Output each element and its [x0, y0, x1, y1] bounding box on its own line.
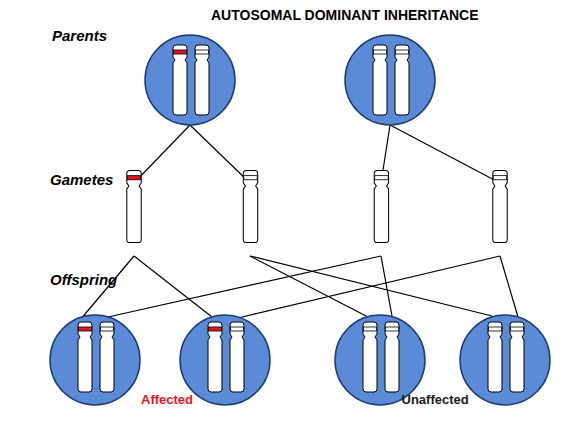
chromosome-normal	[373, 45, 387, 115]
chromosome-normal	[385, 322, 399, 392]
parent-cell	[345, 35, 435, 125]
chromosome-normal	[363, 322, 377, 392]
offspring-cell	[460, 315, 550, 405]
inheritance-line	[390, 125, 500, 183]
chromosome-mutant	[173, 45, 187, 115]
inheritance-line	[381, 256, 392, 316]
inheritance-line	[108, 256, 381, 317]
chromosome-normal	[395, 45, 409, 115]
gamete-chromosome-normal	[243, 170, 257, 242]
chromosome-normal	[195, 45, 209, 115]
inheritance-line	[134, 256, 212, 317]
inheritance-line	[190, 125, 250, 183]
gamete-chromosome-normal	[493, 170, 507, 242]
row-label: Gametes	[50, 172, 113, 189]
inheritance-line	[134, 125, 190, 183]
row-label: Offspring	[50, 272, 117, 289]
row-label: Parents	[52, 28, 107, 45]
diagram-title: AUTOSOMAL DOMINANT INHERITANCE	[211, 8, 479, 23]
chromosome-mutant	[208, 322, 222, 392]
inheritance-lines	[80, 125, 518, 320]
offspring-cell	[180, 315, 270, 405]
chromosome-normal	[230, 322, 244, 392]
inheritance-line	[238, 256, 500, 318]
gamete-chromosome-mutant	[127, 170, 141, 242]
inheritance-line	[250, 256, 368, 317]
gamete-chromosome-normal	[374, 170, 388, 242]
inheritance-line	[500, 256, 518, 317]
phenotype-label: Affected	[141, 393, 193, 407]
phenotype-label: Unaffected	[402, 393, 469, 407]
chromosome-normal	[488, 322, 502, 392]
chromosome-normal	[510, 322, 524, 392]
offspring-cell	[335, 315, 425, 405]
chromosome-mutant	[78, 322, 92, 392]
offspring-cell	[50, 315, 140, 405]
chromosome-normal	[100, 322, 114, 392]
parent-cell	[145, 35, 235, 125]
